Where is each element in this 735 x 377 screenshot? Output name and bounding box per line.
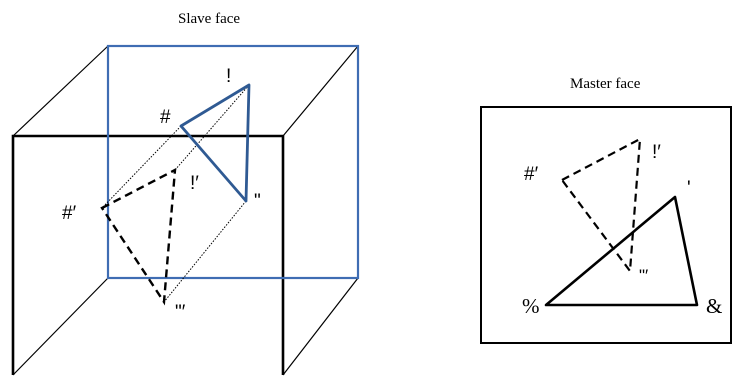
slave-vertex-quote-label: " [254,191,261,212]
projection-line-quote [163,200,247,303]
master-tick-label: ' [687,178,691,199]
slave-vertex-excl-label: ! [226,66,231,87]
master-triangle [544,195,699,307]
master-percent-label: % [522,294,540,318]
projection-line-hash [101,125,182,209]
cube-edge-bottom-left [12,277,109,376]
master-excl-label: !′ [652,142,661,163]
master-face-title: Master face [570,76,641,92]
master-face-frame [480,106,732,344]
projection-line-excl [174,84,250,171]
cube-edge-top-left [12,45,109,137]
slave-face-frame [106,44,360,280]
master-quote-label: "′ [639,266,648,285]
slave-face-title: Slave face [178,11,240,27]
cube-edge-bottom-right [282,277,359,376]
master-amp-label: & [706,294,722,318]
projected-triangle [100,167,177,306]
cube-edge-top-right [282,45,359,137]
cube-wireframe [11,45,359,376]
cube-front-face [11,134,285,375]
projection-lines [101,84,250,303]
proj-vertex-quote-label: "′ [175,302,186,323]
slave-triangle [179,83,251,203]
proj-vertex-excl-label: !′ [190,173,199,194]
proj-vertex-hash-label: #′ [62,203,77,224]
slave-vertex-hash-label: # [160,107,171,128]
master-hash-label: #′ [524,164,539,185]
master-projected-triangle [560,137,642,275]
